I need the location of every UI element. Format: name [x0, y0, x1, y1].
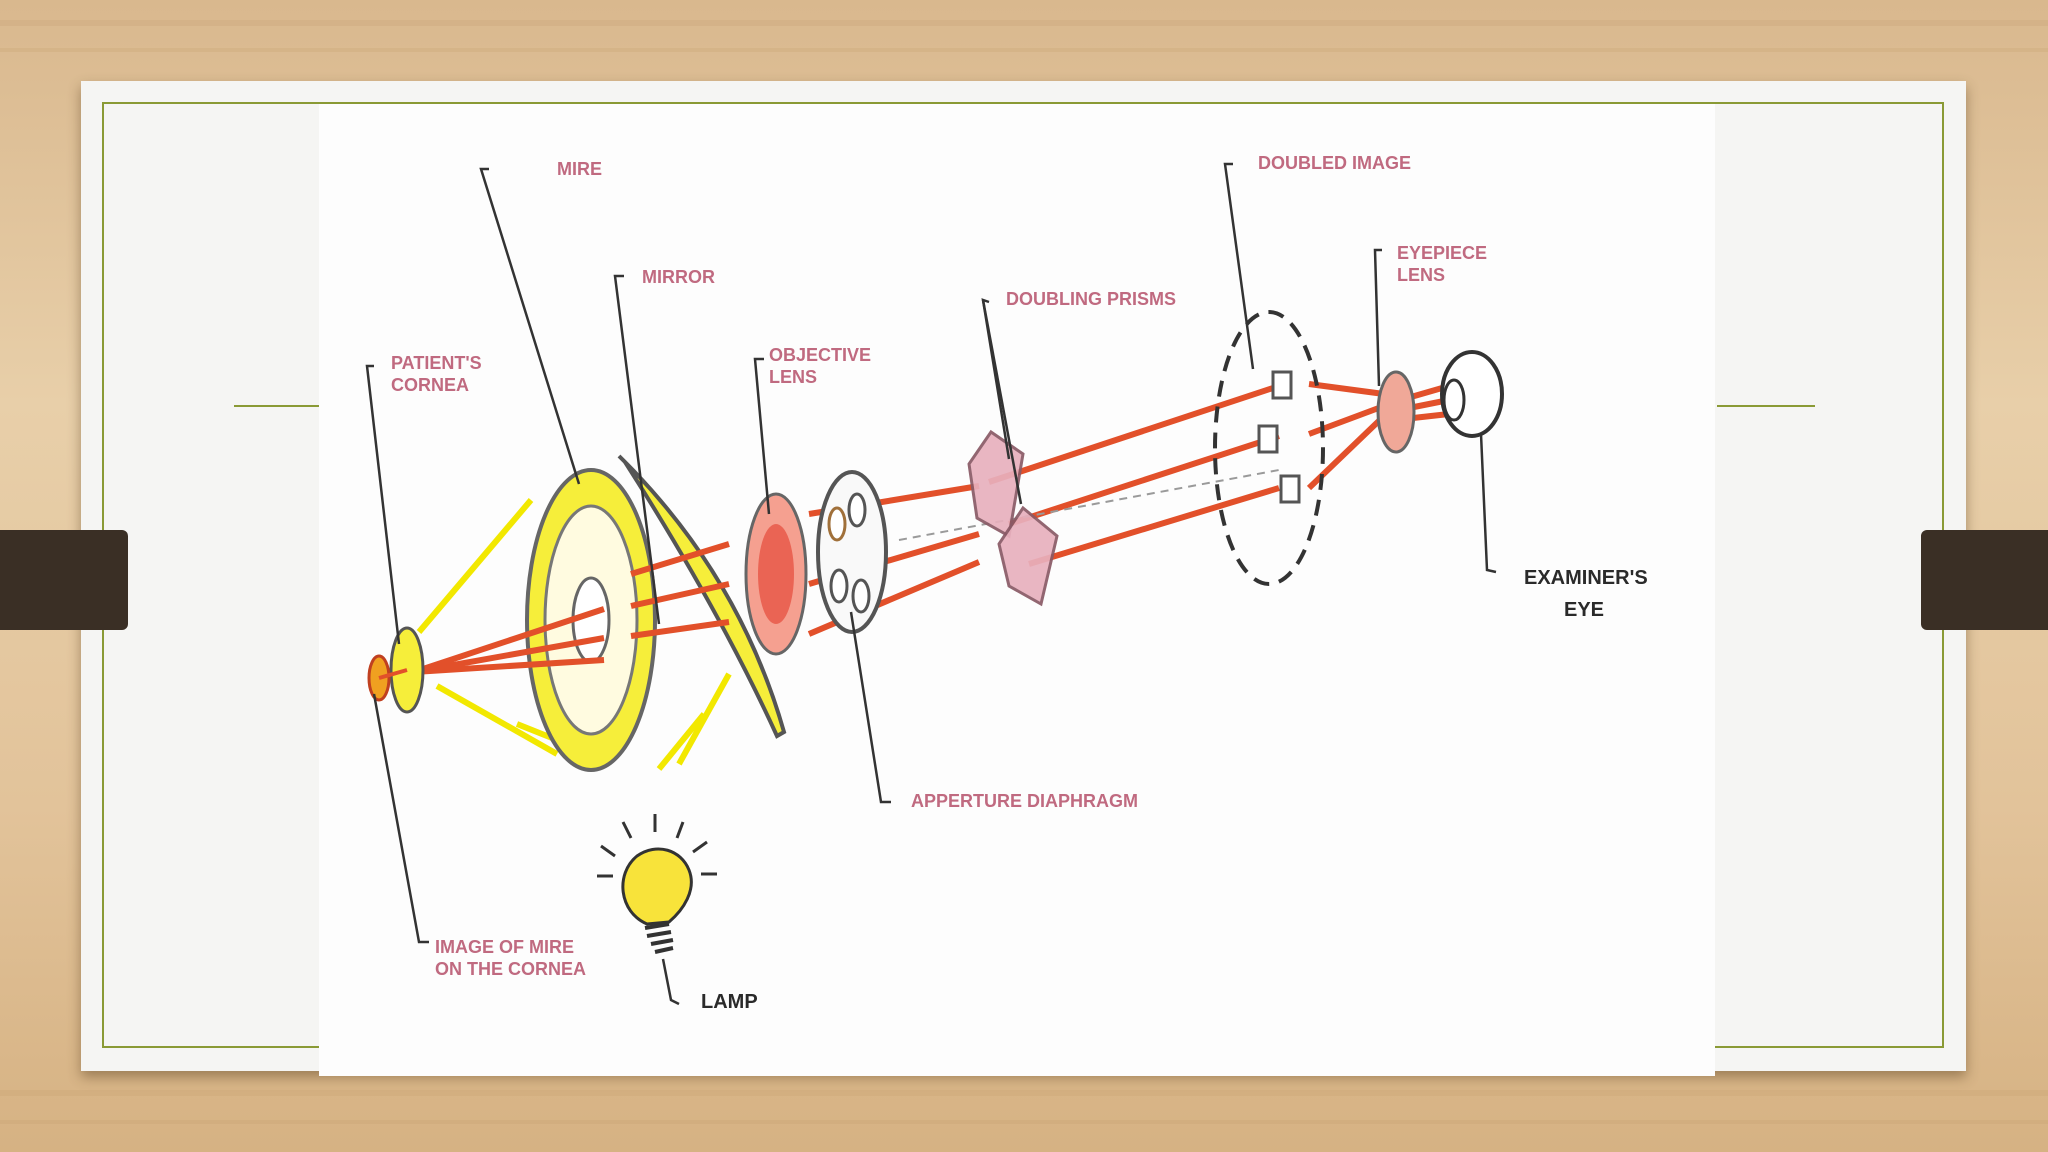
- illumination-rays: [416, 498, 732, 771]
- label-image-of-mire-line1: IMAGE OF MIRE: [435, 937, 574, 957]
- lamp-icon: [597, 814, 717, 954]
- label-apperture-diaphragm: APPERTURE DIAPHRAGM: [911, 791, 1138, 811]
- label-doubled-image: DOUBLED IMAGE: [1258, 153, 1411, 173]
- mire-ring: [525, 468, 657, 772]
- doubled-image-plane: [1213, 310, 1325, 586]
- aperture-diaphragm: [816, 470, 888, 634]
- eyepiece-lens: [1376, 370, 1416, 454]
- label-patients-cornea-line2: CORNEA: [391, 375, 469, 395]
- label-doubling-prisms: DOUBLING PRISMS: [1006, 289, 1176, 309]
- examiners-eye: [1440, 350, 1504, 438]
- label-examiners-eye-line2: EYE: [1564, 599, 1604, 621]
- objective-lens: [744, 492, 808, 656]
- reflected-rays: [413, 381, 1450, 675]
- left-tab: [0, 530, 128, 630]
- label-patients-cornea-line1: PATIENT'S: [391, 353, 482, 373]
- label-mirror: MIRROR: [642, 267, 715, 287]
- left-divider-line: [234, 405, 320, 407]
- label-lamp: LAMP: [701, 991, 758, 1013]
- keratometer-diagram: MIRE MIRROR PATIENT'S CORNEA OBJECTIVE L…: [319, 104, 1715, 1076]
- label-image-of-mire-line2: ON THE CORNEA: [435, 959, 586, 979]
- label-eyepiece-lens-line2: LENS: [1397, 265, 1445, 285]
- label-eyepiece-lens-line1: EYEPIECE: [1397, 243, 1487, 263]
- label-objective-lens-line1: OBJECTIVE: [769, 345, 871, 365]
- leader-lines: [365, 162, 1497, 1006]
- right-tab: [1921, 530, 2048, 630]
- label-mire: MIRE: [557, 159, 602, 179]
- label-examiners-eye-line1: EXAMINER'S: [1524, 567, 1648, 589]
- right-divider-line: [1717, 405, 1815, 407]
- patients-cornea: [367, 626, 425, 714]
- mirror: [617, 454, 787, 739]
- label-objective-lens-line2: LENS: [769, 367, 817, 387]
